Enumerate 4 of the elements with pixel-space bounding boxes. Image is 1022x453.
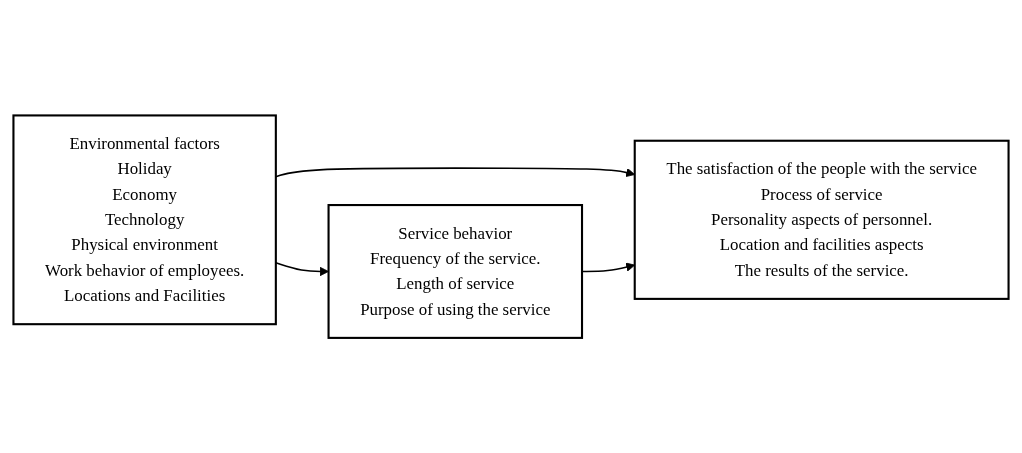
node-box: Environmental factors Holiday Economy Technology Physical environment Work behavior of employees. Locations and Facilities (12, 114, 277, 326)
node-box: The satisfaction of the people with the service Process of service Personality aspects of personnel. Location and facilities aspects The results of the service. (633, 139, 1010, 300)
node-box: Service behavior Frequency of the service. Length of service Purpose of using the service (327, 203, 584, 339)
arrow (275, 261, 329, 276)
